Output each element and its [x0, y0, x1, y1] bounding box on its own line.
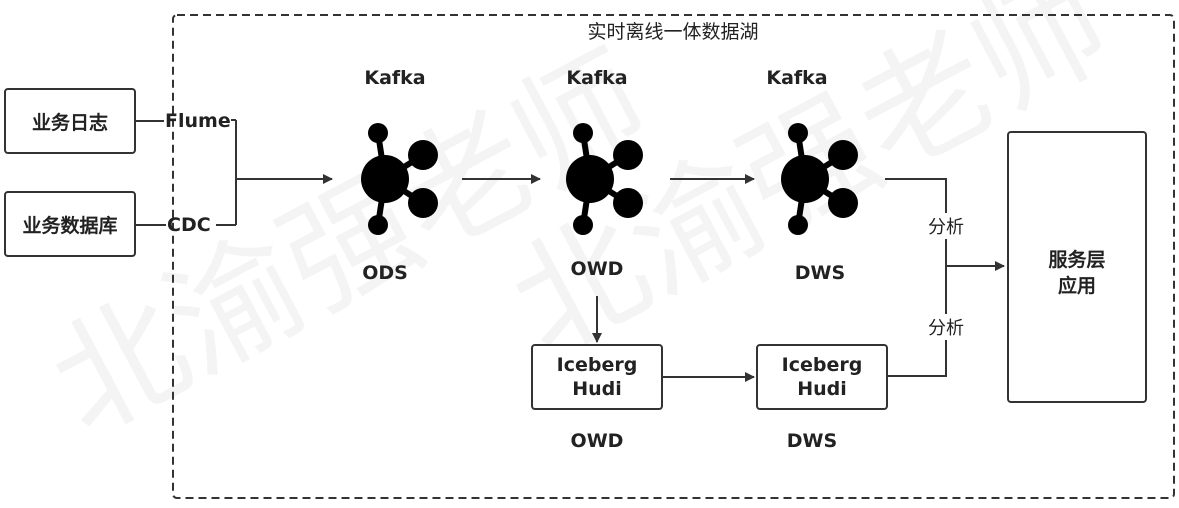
- lake-storage-label: OWD: [570, 430, 624, 452]
- cdc-line: [136, 224, 166, 226]
- lake-storage-line2: Hudi: [572, 378, 622, 400]
- source-business-db: 业务数据库: [4, 191, 136, 257]
- analysis-label: 分析: [926, 213, 966, 239]
- kafka-bottom-label: OWD: [570, 258, 624, 280]
- cdc-label: CDC: [167, 214, 211, 236]
- service-layer-line2: 应用: [1057, 275, 1096, 297]
- lake-storage-line2: Hudi: [797, 378, 847, 400]
- kafka-bottom-label: ODS: [362, 262, 408, 284]
- kafka-icon: [781, 123, 858, 235]
- lake-boundary: [172, 14, 1175, 499]
- source-business-db-label: 业务数据库: [22, 214, 118, 237]
- source-business-log-label: 业务日志: [31, 111, 108, 134]
- analysis-label: 分析: [926, 314, 966, 340]
- kafka-icon: [566, 123, 643, 235]
- kafka-bottom-label: DWS: [794, 262, 846, 284]
- kafka-icon: [361, 123, 438, 235]
- lake-storage-dws: Iceberg Hudi: [756, 344, 888, 410]
- lake-storage-owd: Iceberg Hudi: [531, 344, 663, 410]
- lake-storage-line1: Iceberg: [556, 354, 638, 376]
- lake-title: 实时离线一体数据湖: [587, 21, 759, 43]
- lake-dws-to-service-path: [888, 266, 947, 377]
- flume-label: Flume: [165, 110, 231, 132]
- source-business-log: 业务日志: [4, 88, 136, 154]
- kafka-top-label: Kafka: [566, 67, 628, 89]
- kafka-top-label: Kafka: [364, 67, 426, 89]
- kafka-top-label: Kafka: [766, 67, 828, 89]
- lake-storage-line1: Iceberg: [781, 354, 863, 376]
- lake-storage-label: DWS: [786, 430, 838, 452]
- service-layer-box: 服务层 应用: [1007, 131, 1147, 403]
- flume-line: [136, 120, 164, 122]
- service-layer-line1: 服务层: [1048, 249, 1106, 271]
